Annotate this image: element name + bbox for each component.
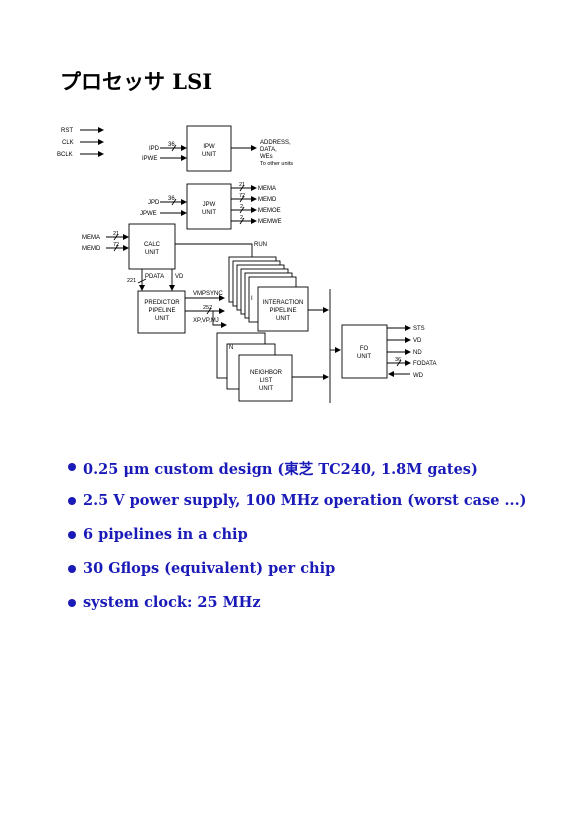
list-item: 2.5 V power supply, 100 MHz operation (w… [68,492,527,526]
list-item: 30 Gflops (equivalent) per chip [68,560,527,594]
clk-label: CLK [62,140,74,146]
predictor-label-3: UNIT [155,316,169,322]
neighbor-back-label: N [229,345,233,351]
jpwe-label: JPWE [140,211,157,217]
neighbor-label-1: NEIGHBOR [250,370,283,376]
bullet-icon [68,599,76,607]
bullet-text: 30 Gflops (equivalent) per chip [83,560,336,577]
ipd-label: IPD [149,146,160,152]
interaction-back-label: I [251,296,253,302]
run-label: RUN [254,242,267,248]
calc-unit-label-2: UNIT [145,250,159,256]
jpd-label: JPD [148,200,160,206]
ipd-width: 36 [168,142,175,148]
jpw-unit-label-2: UNIT [202,210,216,216]
calc-in-mema: MEMA [82,235,100,241]
calc-width-mema: 21 [113,231,119,237]
bclk-label: BCLK [57,152,73,158]
ipw-out-2: DATA, [260,147,277,153]
fo-label-2: UNIT [357,354,371,360]
jpw-width-memwe: 2 [240,215,243,221]
rst-label: RST [61,128,73,134]
bullet-text: 6 pipelines in a chip [83,526,248,543]
fo-out-sts: STS [413,326,425,332]
calc-width-memd: 72 [113,242,119,248]
block-diagram: RST CLK BCLK IPW UNIT IPD 36 IPWE ADDRES… [57,125,436,403]
ipw-out-3: WEs [260,154,273,160]
jpw-out-memwe: MEMWE [258,219,282,225]
ipw-unit-label-1: IPW [203,144,215,150]
ipwe-label: IPWE [142,156,157,162]
fo-in-wd: WD [413,373,424,379]
predictor-label-2: PIPELINE [148,308,175,314]
list-item: system clock: 25 MHz [68,594,527,628]
fo-label-1: FO [360,346,369,352]
ipw-out-4: To other units [260,161,293,167]
interaction-label-3: UNIT [276,316,290,322]
jpw-width-memoe: 2 [240,204,243,210]
jpw-unit-label-1: JPW [203,202,216,208]
fo-out-nd: ND [413,350,422,356]
bullet-icon [68,463,76,471]
fodata-width: 36 [395,357,401,363]
predictor-label-1: PREDICTOR [144,300,180,306]
page-title: プロセッサ LSI [60,69,213,94]
bullet-icon [68,531,76,539]
bullet-icon [68,565,76,573]
jpw-out-memd: MEMD [258,197,277,203]
jpw-width-memd: 72 [239,193,245,199]
predictor-bus-width: 252 [203,305,212,311]
vd-label: VD [175,274,184,280]
bullet-text: 2.5 V power supply, 100 MHz operation (w… [83,492,527,509]
interaction-label-1: INTERACTION [263,300,304,306]
neighbor-label-3: UNIT [259,386,273,392]
list-item: 0.25 μm custom design (東芝 TC240, 1.8M ga… [68,458,527,492]
fo-out-vd: VD [413,338,422,344]
calc-in-memd: MEMD [82,246,101,252]
jpw-out-memoe: MEMOE [258,208,281,214]
fo-out-fodata: FODATA [413,361,436,367]
bullet-text: system clock: 25 MHz [83,594,261,611]
neighbor-label-2: LIST [260,378,273,384]
list-item: 6 pipelines in a chip [68,526,527,560]
predictor-bus-label: XP,VP,MJ [193,318,219,324]
jpd-width: 36 [168,196,175,202]
pdata-label: PDATA [145,274,164,280]
ipw-out-1: ADDRESS, [260,140,291,146]
vmpsync-label: VMPSYNC [193,291,223,297]
jpw-width-mema: 21 [239,182,245,188]
bullet-text: 0.25 μm custom design (東芝 TC240, 1.8M ga… [83,461,478,478]
ipw-unit-label-2: UNIT [202,152,216,158]
bullet-icon [68,497,76,505]
jpw-out-mema: MEMA [258,186,276,192]
calc-unit-label-1: CALC [144,242,161,248]
interaction-label-2: PIPELINE [269,308,296,314]
feature-list: 0.25 μm custom design (東芝 TC240, 1.8M ga… [68,458,527,628]
calc-bus-width: 221 [127,278,136,284]
